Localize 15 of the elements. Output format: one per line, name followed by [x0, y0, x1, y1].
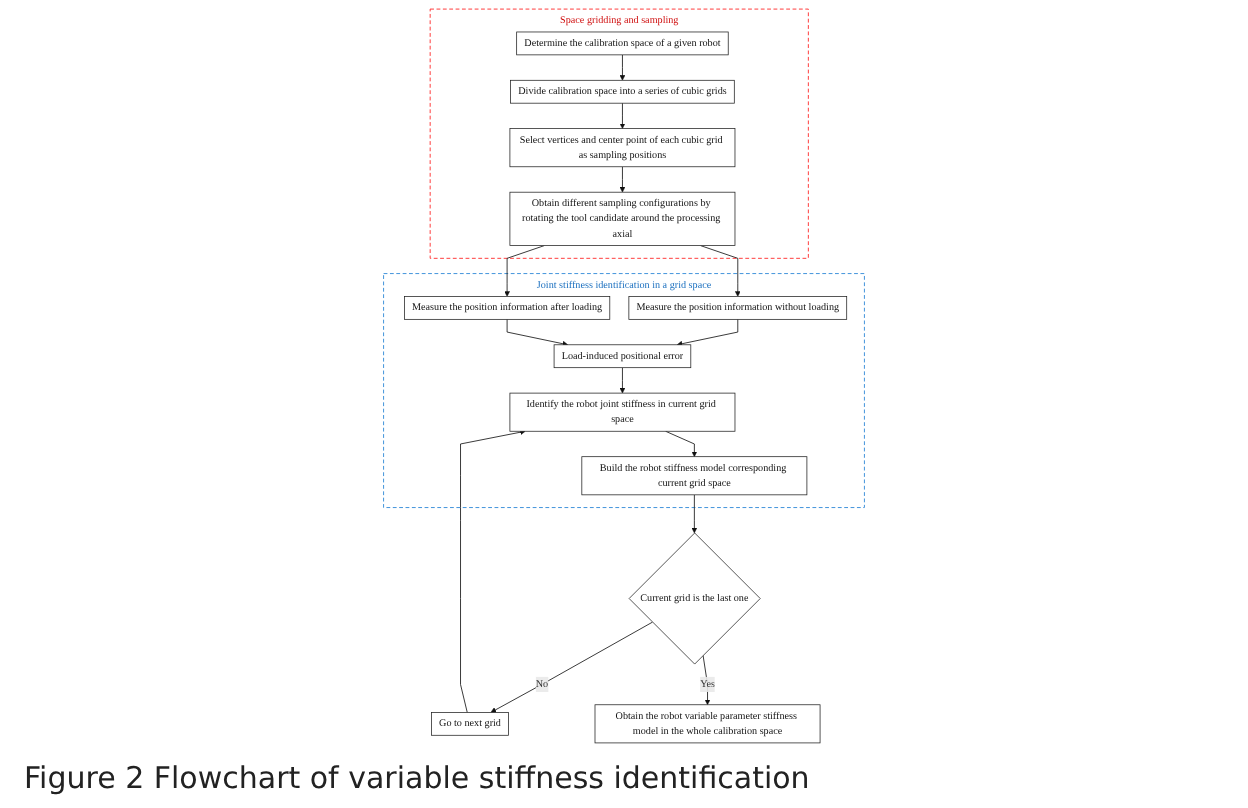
node-box: [553, 344, 692, 369]
node-box: [516, 31, 729, 56]
node-box: [510, 79, 735, 104]
node-box: [431, 712, 509, 736]
node-box: [509, 128, 736, 168]
node-box: [581, 456, 808, 496]
node-box: [509, 392, 736, 432]
cluster: [383, 273, 865, 509]
node-box: [628, 296, 848, 320]
figure-caption: Figure 2 Flowchart of variable stiffness identification: [24, 760, 810, 796]
node-box: [404, 296, 611, 320]
node-diamond: [628, 532, 761, 665]
node-box: [594, 704, 821, 744]
cluster: [429, 8, 809, 259]
node-box: [509, 191, 736, 246]
